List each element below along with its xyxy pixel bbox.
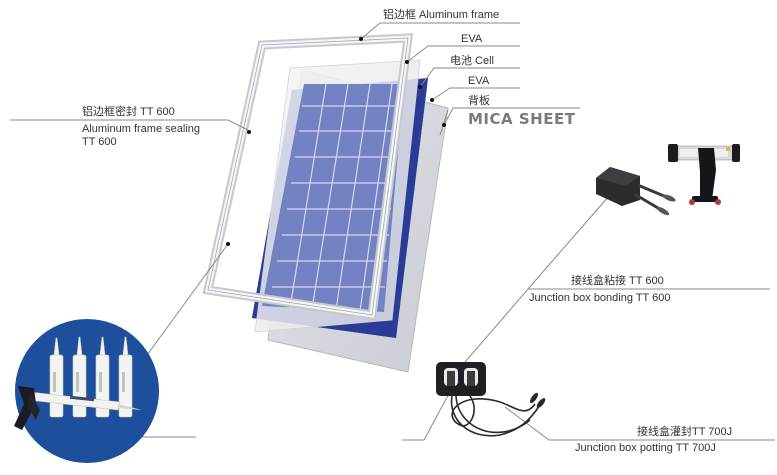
label-eva-front: EVA bbox=[461, 33, 483, 45]
leader-dots bbox=[226, 37, 446, 246]
label-jbox-potting-en: Junction box potting TT 700J bbox=[575, 442, 716, 454]
label-jbox-bonding-zh: 接线盒粘接 TT 600 bbox=[571, 275, 664, 287]
junction-box-potting-image bbox=[436, 362, 546, 437]
junction-box-image bbox=[596, 167, 676, 216]
label-frame-sealing-product: TT 600 bbox=[82, 136, 117, 148]
label-jbox-bonding-en: Junction box bonding TT 600 bbox=[529, 292, 671, 304]
label-jbox-potting-zh: 接线盒灌封TT 700J bbox=[637, 426, 733, 438]
label-eva-back: EVA bbox=[468, 75, 490, 87]
label-aluminum-frame: 铝边框 Aluminum frame bbox=[383, 9, 500, 21]
cell-layer-front bbox=[262, 83, 404, 312]
leader-lines bbox=[10, 22, 775, 441]
aluminum-frame bbox=[202, 33, 414, 321]
caulking-gun-image bbox=[668, 144, 740, 205]
label-mica-sheet: MICA SHEET bbox=[468, 110, 576, 128]
sealant-cartridges-image bbox=[14, 319, 159, 463]
label-backsheet-zh: 背板 bbox=[468, 95, 490, 107]
label-frame-sealing-en: Aluminum frame sealing bbox=[82, 123, 200, 135]
label-cell: 电池 Cell bbox=[450, 55, 495, 67]
label-frame-sealing-zh: 铝边框密封 TT 600 bbox=[82, 106, 175, 118]
